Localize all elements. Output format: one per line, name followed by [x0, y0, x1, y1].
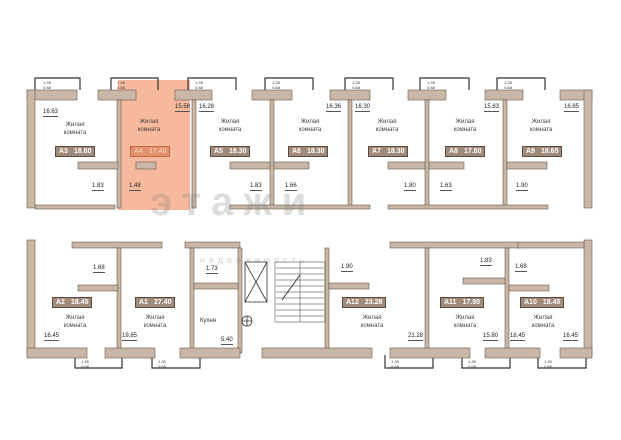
- room-area: 21.28: [408, 333, 424, 341]
- bath-area: 1.90: [341, 264, 353, 272]
- room-area: 16.45: [510, 333, 526, 341]
- bath-area: 1.83: [250, 183, 262, 191]
- bath-area: 1.83: [92, 183, 104, 191]
- room-area: 16.30: [355, 104, 371, 112]
- room-area: 19.85: [122, 333, 138, 341]
- room-area: 16.45: [563, 333, 579, 341]
- room-area: 15.58: [175, 104, 191, 112]
- watermark-logo: этажи: [150, 180, 317, 224]
- kitchen-area: 5.40: [221, 337, 233, 345]
- bath-area: 1.63: [440, 183, 452, 191]
- bath-area: 1.83: [480, 258, 492, 266]
- room-area: 16.85: [564, 104, 580, 112]
- bath-area: 1.73: [206, 266, 218, 274]
- room-area: 15.80: [483, 333, 499, 341]
- balconies-top: [34, 77, 587, 369]
- bath-area: 1.48: [129, 183, 141, 191]
- apartment-a4-highlight: [118, 80, 190, 210]
- room-area: 16.36: [326, 104, 342, 112]
- room-area: 16.45: [44, 333, 60, 341]
- watermark-subtitle: недвижимость: [200, 255, 309, 265]
- bath-area: 1.66: [285, 183, 297, 191]
- bath-area: 1.80: [404, 183, 416, 191]
- room-area: 15.83: [484, 104, 500, 112]
- bath-area: 1.90: [516, 183, 528, 191]
- elevator-shaft: [241, 261, 268, 327]
- staircase: [274, 261, 326, 323]
- bath-area: 1.68: [93, 265, 105, 273]
- room-area: 16.28: [199, 104, 215, 112]
- room-area: 16.63: [43, 109, 59, 117]
- kitchen-label: Кухня: [200, 318, 217, 324]
- bath-area: 1.68: [515, 264, 527, 272]
